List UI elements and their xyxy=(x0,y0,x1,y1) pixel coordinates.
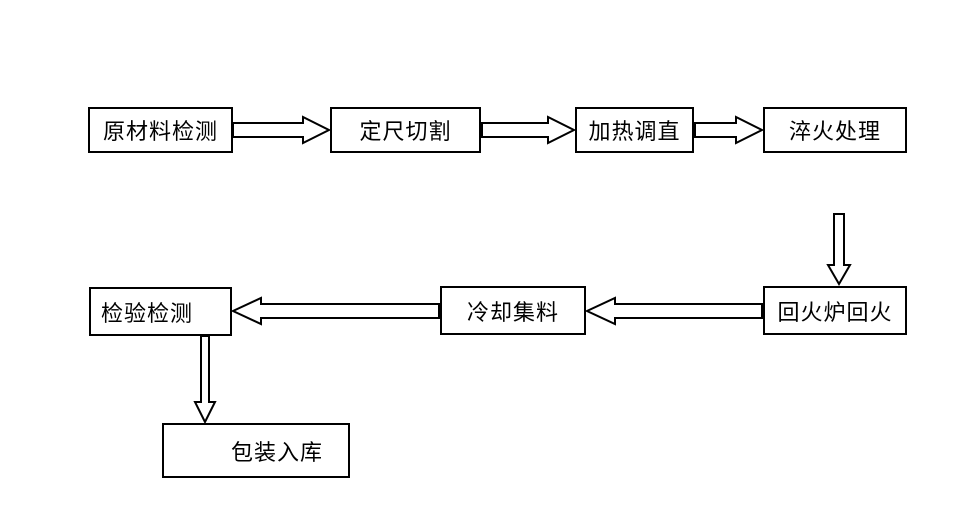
arrow-cool-to-inspect-icon xyxy=(230,296,440,326)
node-raw-material-inspection: 原材料检测 xyxy=(88,107,233,153)
arrow-quench-to-temper-icon xyxy=(826,213,852,286)
node-heating-straightening: 加热调直 xyxy=(575,107,694,153)
arrow-cut-to-heat-icon xyxy=(481,115,577,145)
node-tempering-furnace-tempering: 回火炉回火 xyxy=(763,286,907,335)
arrow-raw-to-cut-icon xyxy=(232,115,332,145)
node-label: 回火炉回火 xyxy=(777,299,893,325)
node-label: 冷却集料 xyxy=(466,299,559,325)
node-quenching-treatment: 淬火处理 xyxy=(763,107,907,153)
node-label: 加热调直 xyxy=(588,119,681,144)
arrow-heat-to-quench-icon xyxy=(694,115,765,145)
node-label: 包装入库 xyxy=(230,439,323,465)
node-packing-warehousing: 包装入库 xyxy=(162,423,350,478)
node-label: 原材料检测 xyxy=(102,119,218,144)
node-label: 检验检测 xyxy=(101,300,194,326)
node-inspection-testing: 检验检测 xyxy=(89,287,232,336)
arrow-temper-to-cool-icon xyxy=(584,296,763,326)
node-fixed-length-cutting: 定尺切割 xyxy=(330,107,481,153)
arrow-inspect-to-pack-icon xyxy=(193,335,217,425)
node-cooling-collecting: 冷却集料 xyxy=(440,286,586,335)
node-label: 淬火处理 xyxy=(788,119,881,144)
node-label: 定尺切割 xyxy=(359,119,452,144)
